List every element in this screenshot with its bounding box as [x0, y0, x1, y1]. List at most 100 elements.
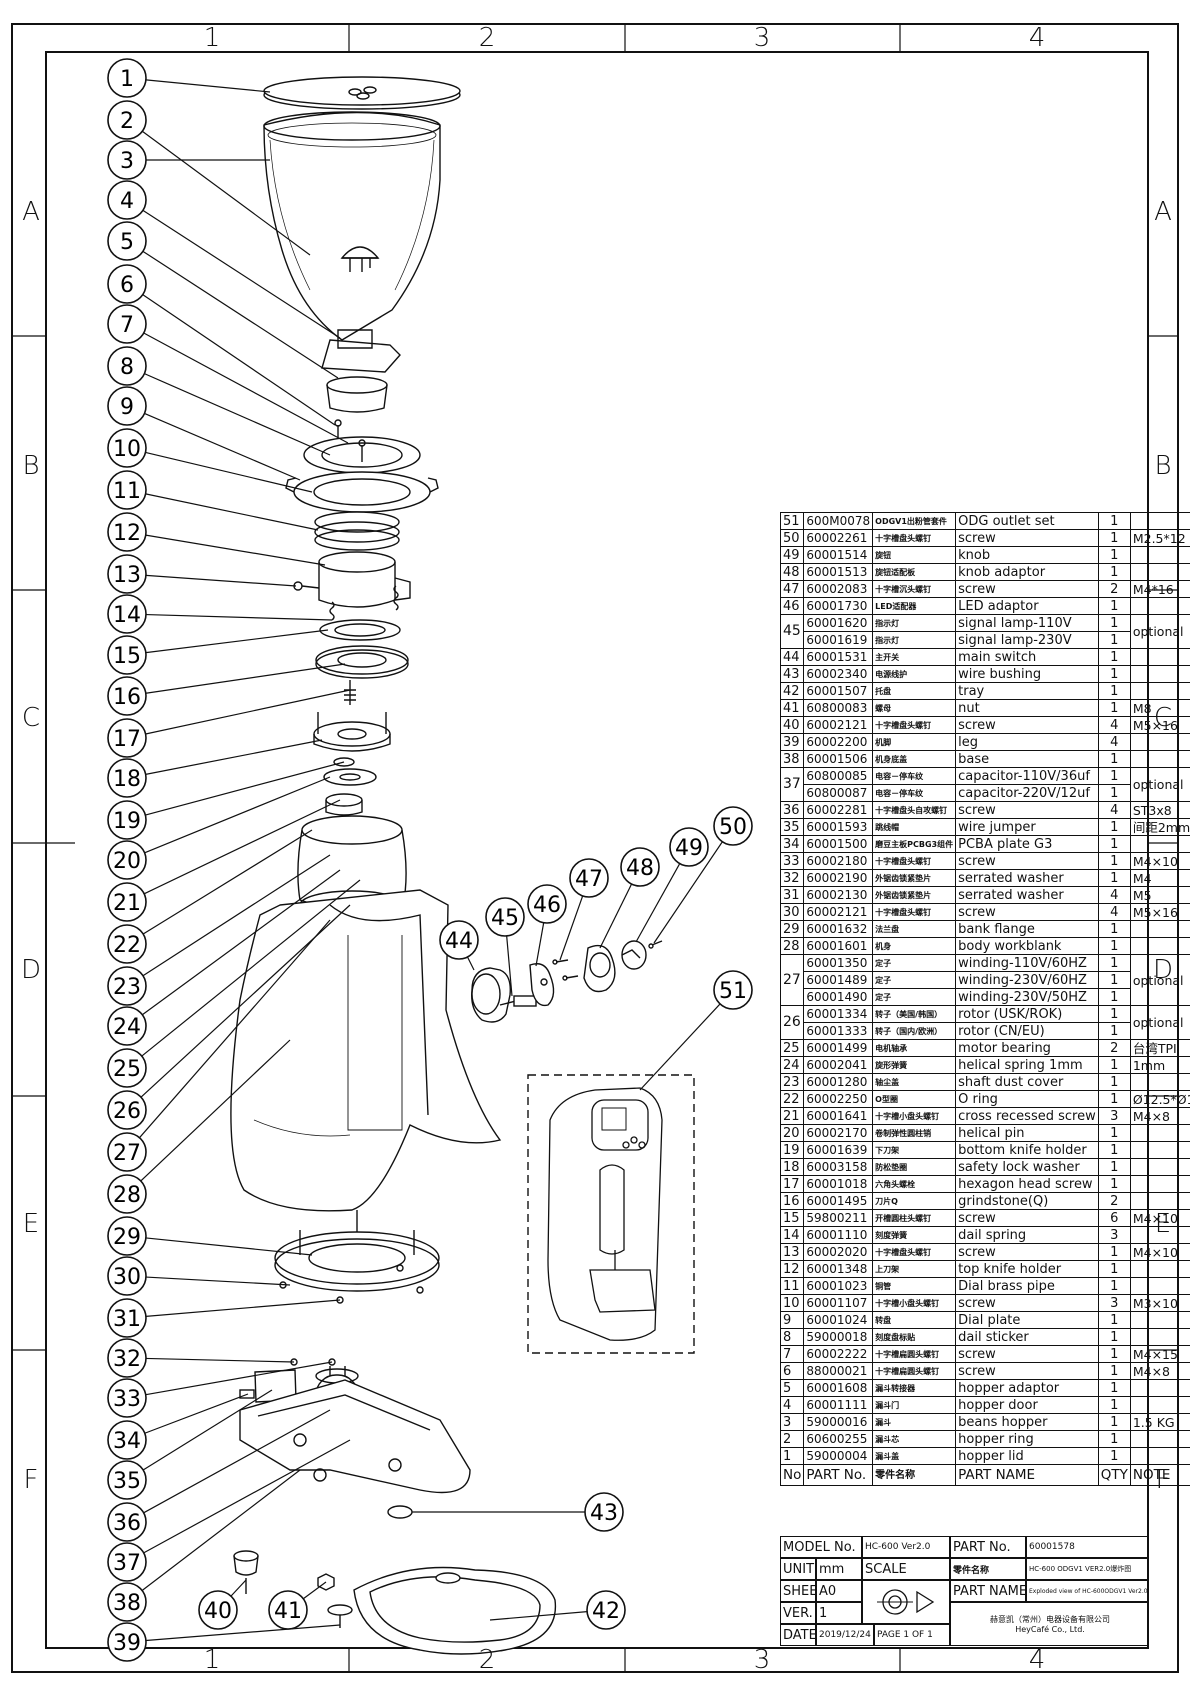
balloon-number: 1 — [120, 67, 134, 92]
balloon-number: 10 — [113, 437, 141, 462]
bom-qty: 2 — [1097, 580, 1131, 598]
bom-note — [1129, 1396, 1190, 1414]
leader-line — [145, 1361, 333, 1396]
bom-qty: 3 — [1097, 1226, 1131, 1244]
balloon-11: 11 — [107, 470, 319, 531]
row-label: C — [21, 703, 41, 733]
bom-part-no: 59800211 — [803, 1209, 874, 1227]
balloon-circle — [107, 100, 147, 140]
bom-qty: 1 — [1097, 512, 1131, 530]
page-indicator: PAGE 1 OF 1 — [874, 1624, 950, 1646]
balloon-circle — [586, 1590, 626, 1630]
bom-part-name: bottom knife holder — [955, 1141, 1099, 1159]
bom-item-no: 12 — [779, 1260, 805, 1278]
bom-item-no: 29 — [779, 920, 805, 938]
leader-line — [145, 534, 326, 566]
bom-cn-name: 刀片Q — [872, 1192, 957, 1210]
balloon-31: 31 — [107, 1298, 341, 1338]
balloon-44: 44 — [439, 920, 479, 971]
bom-item-no: 19 — [779, 1141, 805, 1159]
balloon-circle — [107, 882, 147, 922]
bom-qty: 1 — [1097, 1396, 1131, 1414]
bom-cn-name: 十字槽盘头自攻螺钉 — [872, 801, 957, 819]
balloon-number: 17 — [113, 727, 141, 752]
bom-part-no: 60001110 — [803, 1226, 874, 1244]
balloon-circle — [107, 1338, 147, 1378]
balloon-circle — [107, 1622, 147, 1662]
bom-qty: 4 — [1097, 886, 1131, 904]
bom-note — [1129, 750, 1190, 768]
balloon-number: 12 — [113, 521, 141, 546]
date-label: DATE — [780, 1624, 816, 1646]
bom-qty: 1 — [1097, 1090, 1131, 1108]
bom-item-no: 35 — [779, 818, 805, 836]
col-label: 4 — [1028, 1645, 1046, 1675]
bom-cn-name: 铜管 — [872, 1277, 957, 1295]
bom-cn-name: 螺母 — [872, 699, 957, 717]
balloon-10: 10 — [107, 428, 313, 493]
balloon-number: 9 — [120, 395, 134, 420]
balloon-circle — [107, 1174, 147, 1214]
bom-qty: 1 — [1097, 614, 1131, 632]
balloon-17: 17 — [107, 689, 351, 758]
bom-cn-name: 上刀架 — [872, 1260, 957, 1278]
bom-note: M3×10 — [1129, 1294, 1190, 1312]
bom-item-no: 18 — [779, 1158, 805, 1176]
bom-cn-name: 电源线护 — [872, 665, 957, 683]
balloon-37: 37 — [107, 1439, 351, 1582]
row-label: A — [22, 197, 40, 227]
leader-line — [143, 1409, 331, 1514]
balloon-circle — [107, 346, 147, 386]
bom-part-no: 60002190 — [803, 869, 874, 887]
bom-qty: 1 — [1097, 767, 1131, 785]
leader-line — [489, 1611, 588, 1621]
bom-cn-name: 十字槽盘头螺钉 — [872, 903, 957, 921]
bom-note: optional — [1129, 614, 1190, 649]
bom-item-no: 47 — [779, 580, 805, 598]
bom-qty: 1 — [1097, 1243, 1131, 1261]
balloon-number: 51 — [719, 979, 747, 1004]
balloon-number: 33 — [113, 1387, 141, 1412]
bom-part-no: 60001730 — [803, 597, 874, 615]
leader-line — [142, 209, 341, 339]
leader-line — [141, 879, 361, 1057]
balloon-47: 47 — [559, 858, 609, 961]
balloon-number: 48 — [626, 856, 654, 881]
bom-qty: 1 — [1097, 631, 1131, 649]
balloon-circle — [107, 428, 147, 468]
bom-part-name: screw — [955, 801, 1099, 819]
bom-part-no: 60800087 — [803, 784, 874, 802]
bom-part-no: 60001024 — [803, 1311, 874, 1329]
bom-note: 1mm — [1129, 1056, 1190, 1074]
bom-note: 台湾TPI — [1129, 1039, 1190, 1057]
unit-value: mm — [816, 1558, 862, 1580]
bom-item-no: 9 — [779, 1311, 805, 1329]
balloon-number: 6 — [120, 273, 134, 298]
bom-qty: 1 — [1097, 682, 1131, 700]
bom-note — [1129, 1226, 1190, 1244]
bom-qty: 1 — [1097, 1345, 1131, 1363]
balloon-circle — [107, 140, 147, 180]
bom-part-no: 60001619 — [803, 631, 874, 649]
leader-line — [143, 1439, 351, 1554]
bom-note — [1129, 1192, 1190, 1210]
scale-label: SCALE — [862, 1558, 950, 1580]
balloon-circle — [439, 920, 479, 960]
bom-part-no: 60001500 — [803, 835, 874, 853]
bom-part-no: 60800085 — [803, 767, 874, 785]
bom-cn-name: 漏斗盖 — [872, 1447, 957, 1465]
bom-part-no: 600M0078 — [803, 512, 874, 530]
balloon-number: 11 — [113, 479, 141, 504]
bom-note: M4×8 — [1129, 1107, 1190, 1125]
